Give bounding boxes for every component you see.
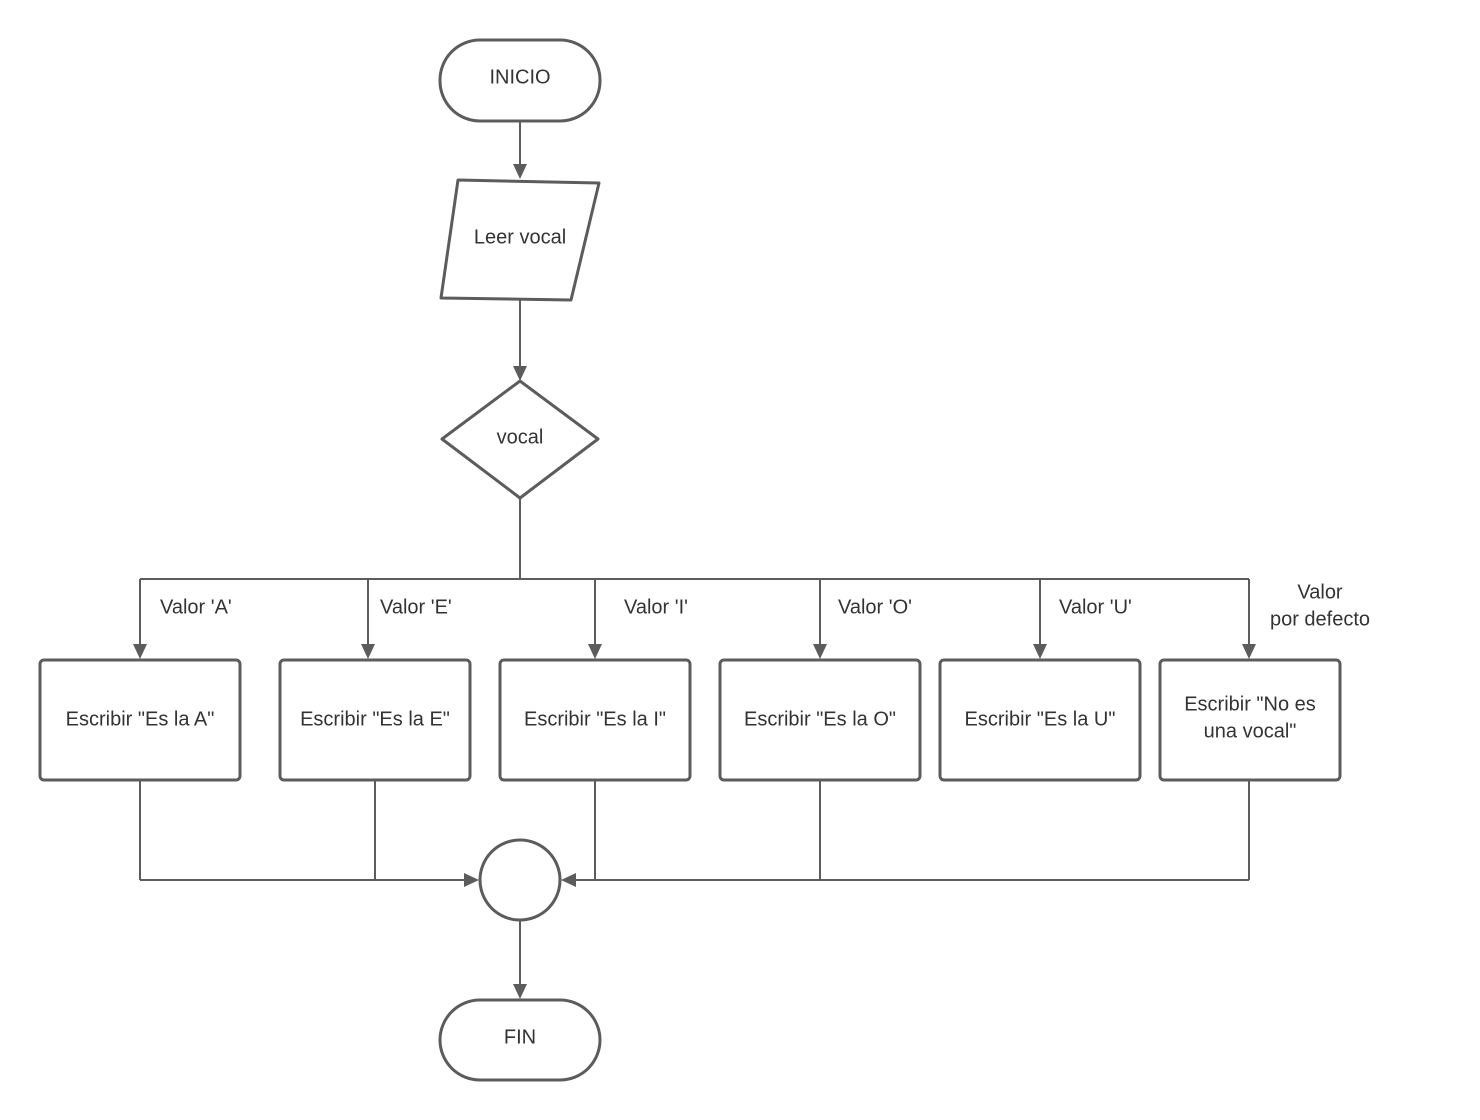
end-label: FIN <box>504 1026 536 1048</box>
decision-label: vocal <box>497 426 544 448</box>
arrowhead <box>813 644 827 659</box>
action-box-o <box>718 658 922 782</box>
action-box-a <box>38 658 242 782</box>
input-parallelogram <box>439 178 601 302</box>
action-box-default <box>1158 658 1342 782</box>
action-label-default-line1: Escribir "No es <box>1184 693 1316 715</box>
action-label-i: Escribir "Es la I" <box>524 708 666 730</box>
arrowhead <box>464 873 479 887</box>
arrowhead <box>513 366 527 381</box>
action-label-o: Escribir "Es la O" <box>744 708 896 730</box>
input-label: Leer vocal <box>474 226 566 248</box>
action-box-e <box>278 658 472 782</box>
arrowhead <box>361 644 375 659</box>
arrowhead <box>133 644 147 659</box>
arrowhead <box>588 644 602 659</box>
arrowhead <box>1242 644 1256 659</box>
edge-label-u: Valor 'U' <box>1059 596 1132 618</box>
action-box-i <box>498 658 692 782</box>
edge-label-a: Valor 'A' <box>160 596 232 618</box>
start-label: INICIO <box>489 66 550 88</box>
edge-label-i: Valor 'I' <box>624 596 688 618</box>
edge-label-default-line2: por defecto <box>1270 608 1370 630</box>
arrowhead <box>1033 644 1047 659</box>
action-label-e: Escribir "Es la E" <box>300 708 450 730</box>
arrowhead <box>561 873 576 887</box>
merge-connector <box>478 838 562 922</box>
edge-label-default-line1: Valor <box>1297 581 1343 603</box>
end-terminal <box>438 998 602 1082</box>
arrowhead <box>513 164 527 179</box>
edge-label-e: Valor 'E' <box>380 596 452 618</box>
edge-label-o: Valor 'O' <box>838 596 912 618</box>
start-terminal <box>438 38 602 123</box>
action-label-a: Escribir "Es la A" <box>66 708 215 730</box>
action-box-u <box>938 658 1142 782</box>
decision-diamond <box>440 379 600 500</box>
action-label-default-line2: una vocal" <box>1204 720 1297 742</box>
connectors <box>133 121 1256 999</box>
action-label-u: Escribir "Es la U" <box>965 708 1116 730</box>
arrowhead <box>513 984 527 999</box>
